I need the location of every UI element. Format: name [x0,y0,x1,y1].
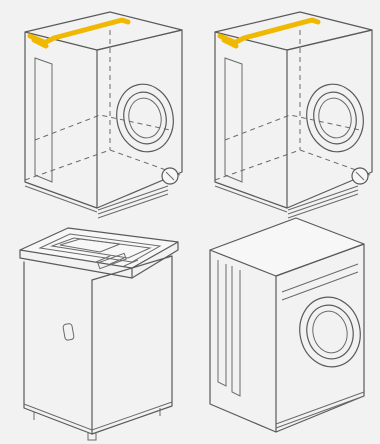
top-loader-washer-icon [20,228,178,440]
front-loader-wireframe-icon-1 [25,12,182,218]
front-loader-washer-icon [210,218,367,432]
front-loader-wireframe-icon-2 [215,12,372,218]
